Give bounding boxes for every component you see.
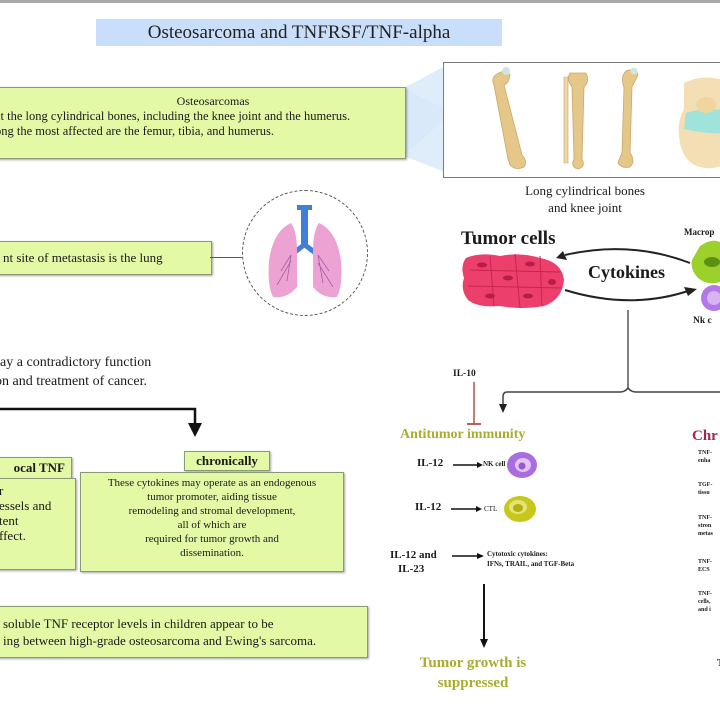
- callout-pointer: [404, 88, 445, 156]
- il12-il23-line-1: IL-12 and: [390, 549, 437, 561]
- knee-joint-icon: [678, 77, 720, 169]
- soluble-line-1: soluble TNF receptor levels in children …: [3, 616, 274, 631]
- chronic-item-5-line-1: TNF-: [698, 591, 712, 597]
- contradictory-line-2: ession and treatment of cancer.: [0, 374, 147, 389]
- chronic-item-4: TNF- ECS: [698, 558, 712, 574]
- chronically-line-4: all of which are: [177, 519, 247, 531]
- il10-label: IL-10: [453, 369, 476, 379]
- il23-cyto-arrowhead: [477, 553, 484, 559]
- cytotoxic-line-1: Cytotoxic cytokines:: [487, 550, 548, 558]
- il12-il23-source: IL-12 and IL-23: [390, 548, 437, 576]
- chronic-item-1-line-1: TNF-: [698, 450, 712, 456]
- metastasis-text: nt site of metastasis is the lung: [3, 250, 163, 265]
- tumor-growth-suppressed-label: Tumor growth is suppressed: [405, 653, 541, 693]
- ctl-cell-icon: [504, 496, 536, 522]
- bones-image-panel: [443, 62, 720, 178]
- branch-arrow-head: [499, 404, 507, 413]
- chronically-line-2: tumor promoter, aiding tissue: [147, 491, 277, 503]
- metastasis-box: nt site of metastasis is the lung: [0, 241, 212, 275]
- tumor-growth-line-2: suppressed: [437, 675, 509, 691]
- chronic-item-3-line-3: metas: [698, 531, 713, 537]
- cytokine-arrow-head-left: [556, 251, 567, 260]
- local-tnf-line-3: tent: [0, 513, 19, 528]
- callout-pointer-upper: [404, 66, 445, 108]
- macrophage-label: Macrop: [684, 227, 715, 237]
- chronic-item-5-line-2: cells,: [698, 599, 711, 605]
- chronic-label: Chr: [692, 428, 718, 444]
- chronic-item-5: TNF- cells, and i: [698, 590, 712, 614]
- cytotoxic-cytokines-text: Cytotoxic cytokines: IFNs, TRAIL, and TG…: [487, 549, 574, 569]
- macrophage-icon: [691, 240, 720, 284]
- chronic-item-3-line-2: stron: [698, 523, 712, 529]
- tumor-cells-icon: [462, 253, 564, 309]
- soluble-receptor-box: soluble TNF receptor levels in children …: [0, 606, 368, 658]
- chronically-line-6: dissemination.: [180, 547, 244, 559]
- osteosarcomas-box: Osteosarcomas ct the long cylindrical bo…: [0, 87, 406, 159]
- chronic-item-5-line-3: and i: [698, 607, 711, 613]
- contradictory-line-1: es play a contradictory function: [0, 355, 152, 370]
- chronic-item-2-line-1: TGF-: [698, 482, 713, 488]
- suppress-arrow-head: [480, 639, 488, 648]
- branch-line-right: [627, 387, 720, 393]
- local-tnf-line-4: ffect.: [0, 528, 26, 543]
- osteosarcomas-line-1: ct the long cylindrical bones, including…: [0, 109, 351, 123]
- callout-pointer-lower: [404, 120, 445, 172]
- antitumor-immunity-label: Antitumor immunity: [400, 427, 526, 442]
- chronically-tab: chronically: [184, 451, 270, 471]
- il12-ctl-target: CTL: [484, 505, 498, 513]
- branch-line-left: [502, 387, 629, 405]
- chronic-item-2: TGF- tissu: [698, 481, 712, 497]
- chronic-bottom-label: T: [717, 658, 720, 669]
- split-arrow-line: [0, 407, 197, 424]
- lungs-icon: [268, 205, 342, 298]
- il12-nk-source: IL-12: [417, 457, 444, 469]
- cytotoxic-line-2: IFNs, TRAIL, and TGF-Beta: [487, 560, 575, 568]
- chronic-item-3-line-1: TNF-: [698, 515, 712, 521]
- il12-il23-line-2: IL-23: [398, 563, 425, 575]
- tumor-cells-label: Tumor cells: [461, 228, 556, 249]
- contradictory-text: es play a contradictory function ession …: [0, 353, 224, 391]
- chronically-line-3: remodeling and stromal development,: [128, 505, 296, 517]
- nk-cell-icon: [507, 452, 537, 478]
- cytokine-arrow-to-tumor: [564, 248, 691, 264]
- tumor-growth-line-1: Tumor growth is: [419, 655, 527, 671]
- local-tnf-line-1: r: [0, 483, 4, 498]
- bones-caption-line-2: and knee joint: [548, 200, 622, 215]
- soluble-line-2: ing between high-grade osteosarcoma and …: [3, 633, 317, 648]
- bones-caption-line-1: Long cylindrical bones: [525, 183, 645, 198]
- local-tnf-box: r essels and tent ffect.: [0, 478, 76, 570]
- nk-cell-icon-top: [701, 285, 720, 311]
- il12-nk-target: NK cell: [483, 460, 506, 468]
- tibia-fibula-bone-icon: [563, 72, 588, 170]
- cytokines-label: Cytokines: [588, 262, 666, 282]
- diagram-title: Osteosarcoma and TNFRSF/TNF-alpha: [96, 19, 502, 46]
- chronically-box: These cytokines may operate as an endoge…: [80, 472, 344, 572]
- split-arrow-head: [188, 423, 202, 437]
- cytokine-arrow-head-right: [684, 287, 697, 296]
- chronic-item-3: TNF- stron metas: [698, 514, 713, 538]
- chronic-item-4-line-1: TNF-: [698, 559, 712, 565]
- chronically-line-1: These cytokines may operate as an endoge…: [107, 477, 317, 489]
- osteosarcomas-line-2: ong the most affected are the femur, tib…: [0, 124, 275, 138]
- chronically-line-5: required for tumor growth and: [145, 533, 279, 545]
- il12-ctl-arrowhead: [476, 506, 482, 512]
- humerus-bone-icon: [617, 67, 639, 168]
- bones-illustration: [492, 67, 720, 170]
- local-tnf-tab: ocal TNF: [0, 457, 72, 479]
- chronic-item-1-line-2: enha: [698, 458, 711, 464]
- osteosarcomas-heading: Osteosarcomas: [176, 94, 250, 108]
- local-tnf-line-2: essels and: [0, 498, 52, 513]
- bones-caption: Long cylindrical bones and knee joint: [490, 182, 680, 216]
- il12-ctl-source: IL-12: [415, 501, 442, 513]
- chronic-item-1: TNF- enha: [698, 449, 712, 465]
- nk-cell-label: Nk c: [693, 316, 712, 326]
- lung-circle: [242, 190, 368, 316]
- chronic-item-4-line-2: ECS: [698, 567, 710, 573]
- metastasis-connector: [210, 257, 242, 258]
- cytokine-arrow-to-immune: [564, 289, 689, 302]
- chronic-item-2-line-2: tissu: [698, 490, 710, 496]
- femur-bone-icon: [492, 67, 526, 169]
- top-border: [0, 0, 720, 3]
